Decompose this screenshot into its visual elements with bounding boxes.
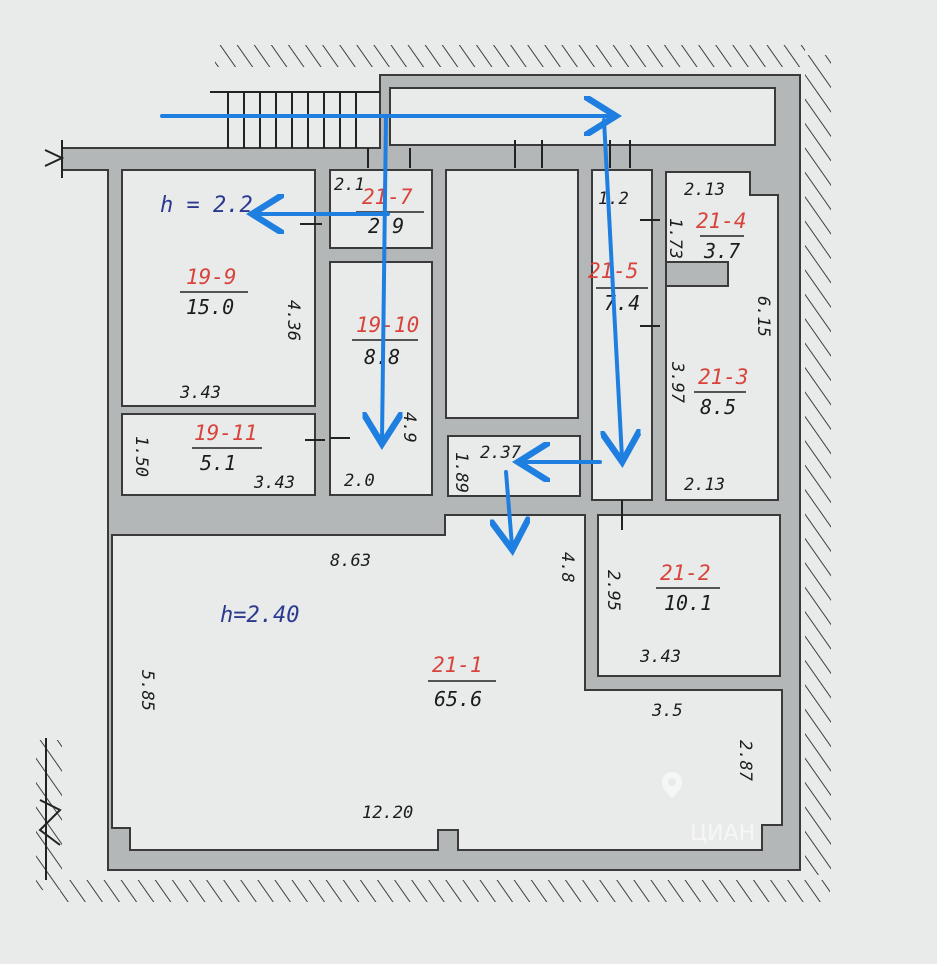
map-pin-icon: [662, 772, 682, 798]
room-area: 10.1: [664, 591, 712, 615]
dim-label: 3.43: [253, 473, 295, 493]
height-label-top-left: h = 2.2: [160, 193, 253, 218]
room-19-9: 19-9 15.0: [180, 265, 248, 319]
watermark-text: ЦИАН: [690, 821, 755, 846]
dim-label: 1.73: [665, 218, 685, 259]
dim-label: 2.37: [480, 443, 522, 463]
dimensions: 2.1 4.36 3.43 1.50 3.43 2.0 4.9 1.2 2.13…: [131, 175, 773, 823]
dim-label: 8.63: [330, 551, 371, 571]
earth-hatching: [36, 45, 831, 902]
room-area: 8.5: [700, 395, 736, 419]
room-21-5: 21-5 7.4: [588, 259, 648, 315]
room-id: 21-4: [696, 209, 747, 233]
dim-label: 2.0: [344, 471, 375, 491]
dim-label: 6.15: [753, 296, 773, 337]
room-id: 21-1: [432, 653, 483, 677]
dim-label: 4.36: [283, 300, 303, 341]
dim-label: 2.1: [334, 175, 365, 195]
room-id: 21-3: [698, 365, 749, 389]
room-id: 19-11: [194, 421, 257, 445]
dim-label: 3.43: [179, 383, 221, 403]
room-21-7: 21-7 2.9: [356, 185, 424, 238]
dim-label: 1.2: [598, 189, 629, 209]
dim-label: 2.13: [684, 180, 725, 200]
room-area: 3.7: [703, 239, 740, 263]
dim-label: 1.89: [451, 452, 471, 493]
room-id: 21-7: [362, 185, 413, 209]
dim-label: 3.97: [667, 361, 687, 404]
room-19-11: 19-11 5.1: [192, 421, 262, 475]
room-19-10: 19-10 8.8: [352, 313, 419, 369]
arrow-down-small: [506, 470, 512, 546]
room-id: 19-10: [356, 313, 419, 337]
route-arrows: [160, 114, 622, 546]
room-id: 19-9: [186, 265, 237, 289]
arrow-down-right: [604, 118, 622, 458]
watermark: ЦИАН: [662, 772, 755, 846]
room-area: 5.1: [200, 451, 236, 475]
room-area: 65.6: [434, 687, 482, 711]
arrow-down-center: [382, 114, 386, 440]
height-label-main: h=2.40: [220, 603, 299, 628]
dim-label: 1.50: [131, 436, 151, 477]
room-21-1: 21-1 65.6: [428, 653, 496, 711]
dim-label: 5.85: [137, 670, 157, 711]
dim-label: 2.13: [684, 475, 725, 495]
dim-label: 4.9: [399, 412, 419, 443]
dim-label: 12.20: [362, 803, 413, 823]
dim-label: 3.5: [651, 701, 683, 721]
room-area: 7.4: [604, 291, 640, 315]
dim-label: 2.87: [735, 740, 755, 782]
room-area: 15.0: [186, 295, 234, 319]
dim-label: 4.8: [557, 552, 577, 583]
room-21-3: 21-3 8.5: [694, 365, 749, 419]
room-id: 21-2: [660, 561, 711, 585]
dim-label: 2.95: [603, 570, 623, 611]
room-21-4: 21-4 3.7: [696, 209, 747, 263]
room-21-2: 21-2 10.1: [656, 561, 720, 615]
walls: [38, 74, 801, 880]
dim-label: 3.43: [639, 647, 681, 667]
